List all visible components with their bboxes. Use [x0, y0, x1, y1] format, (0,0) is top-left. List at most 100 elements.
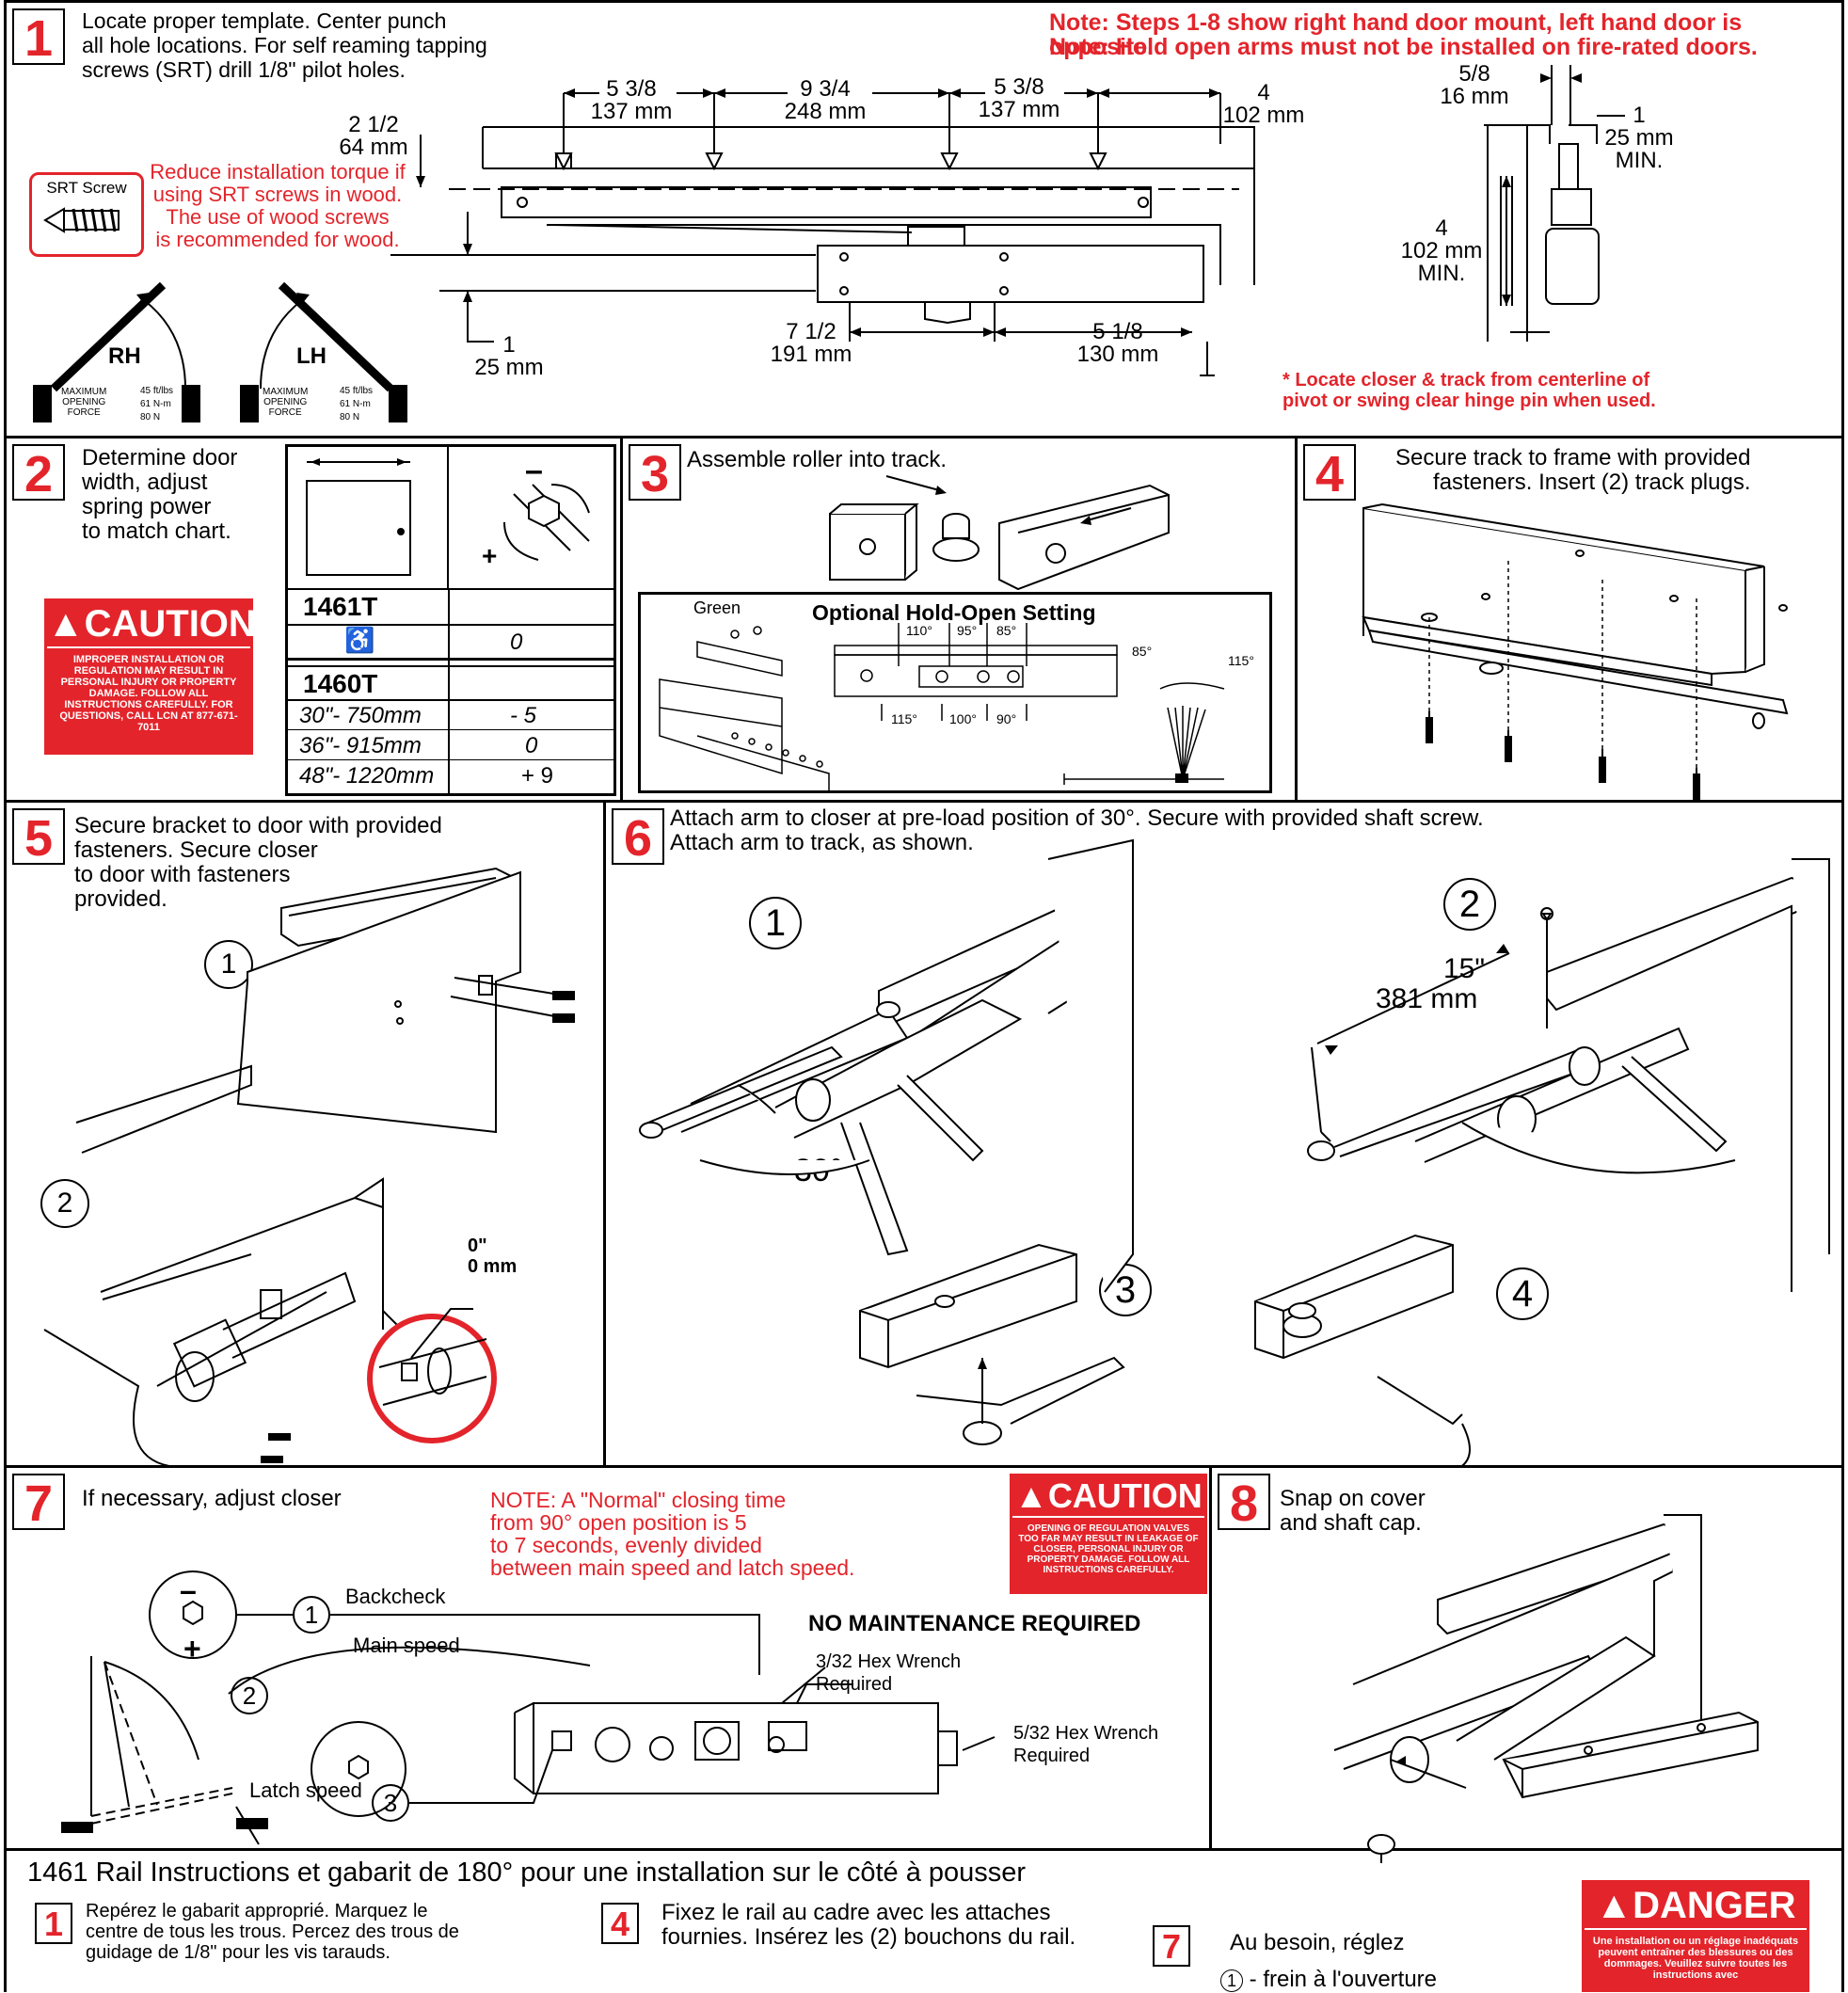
no-maintenance: NO MAINTENANCE REQUIRED [808, 1611, 1141, 1636]
wrench-5-32: 5/32 Hex Wrench Required [1013, 1723, 1159, 1766]
french-step1-text: Repérez le gabarit approprié. Marquez le… [86, 1901, 459, 1963]
bot-angle-2: 100° [949, 711, 977, 726]
callout-2: 2 [231, 1677, 268, 1714]
zero-gap-in: 0" [468, 1236, 487, 1256]
step8-panel: 8 Snap on cover and shaft cap. [1209, 1465, 1844, 1888]
note-mount: Note: Steps 1-8 show right hand door mou… [1049, 9, 1743, 60]
arm-attach-drawing [639, 838, 1830, 1472]
minus-sign: – [180, 1573, 197, 1607]
closing-time-note: NOTE: A "Normal" closing time from 90° o… [490, 1488, 855, 1580]
warning-icon: ▲ [1014, 1476, 1048, 1515]
hold-open-title: Optional Hold-Open Setting [812, 600, 1096, 625]
caution-label: ▲CAUTION OPENING OF REGULATION VALVES TO… [1010, 1474, 1207, 1594]
bracket-drawing [43, 867, 575, 1468]
hold-open-diagram [659, 623, 1225, 792]
step8-text: Snap on cover and shaft cap. [1280, 1486, 1426, 1536]
srt-label: SRT Screw [46, 179, 127, 197]
main-speed-label: Main speed [353, 1634, 460, 1657]
french-step4-text: Fixez le rail au cadre avec les attaches… [661, 1900, 1076, 1950]
force-label-lh: MAXIMUM OPENING FORCE [263, 387, 309, 418]
step-number: 1 [12, 8, 65, 67]
caution-label: ▲CAUTION IMPROPER INSTALLATION OR REGULA… [44, 598, 256, 755]
model-1461t: 1461T [303, 592, 378, 621]
item-number: 1 [1220, 1969, 1243, 1992]
step2-panel: 2 Determine door width, adjust spring po… [4, 436, 623, 803]
template-drawing [390, 65, 1625, 376]
step6-text: Attach arm to closer at pre-load positio… [670, 805, 1484, 855]
spring-power-chart: – + 1461T ♿ 0 1460T 30"- 750mm - 5 36"- … [285, 444, 616, 796]
backcheck-label: Backcheck [345, 1585, 446, 1608]
hold-open-box: Optional Hold-Open Setting Green [638, 592, 1272, 793]
srt-note: Reduce installation torque if using SRT … [150, 160, 406, 251]
step-number: 3 [629, 444, 681, 502]
track-frame-drawing [1362, 502, 1789, 800]
step7-text: If necessary, adjust closer [82, 1486, 342, 1511]
danger-header: DANGER [1633, 1885, 1796, 1926]
step3-text: Assemble roller into track. [687, 447, 948, 472]
bot-angle-3: 90° [996, 711, 1017, 726]
step6-panel: 6 Attach arm to closer at pre-load posit… [603, 800, 1844, 1472]
zero-gap-mm: 0 mm [468, 1256, 518, 1277]
chart-row-val: + 9 [521, 763, 554, 789]
ada-value: 0 [510, 630, 523, 655]
step5-panel: 5 Secure bracket to door with provided f… [4, 800, 606, 1468]
step-number: 1 [35, 1903, 72, 1944]
top-angle-1: 110° [906, 623, 932, 638]
step5-text: Secure bracket to door with provided fas… [74, 813, 442, 912]
callout-2: 2 [1443, 878, 1496, 931]
chart-row: 30"- 750mm [299, 703, 422, 728]
step1-panel: 1 Locate proper template. Center punch a… [4, 0, 1844, 438]
french-section: 1461 Rail Instructions et gabarit de 180… [4, 1848, 1844, 1992]
callout-4: 4 [1496, 1268, 1549, 1320]
green-label: Green [693, 598, 741, 617]
callout-2: 2 [40, 1179, 89, 1228]
note-hold-open: Note: Hold open arms must not be install… [1049, 34, 1758, 60]
plus-sign: + [482, 541, 498, 570]
chart-row: 48"- 1220mm [299, 763, 435, 789]
bot-angle-1: 115° [891, 711, 917, 726]
minus-sign: – [525, 453, 543, 488]
step2-text: Determine door width, adjust spring powe… [82, 445, 238, 544]
callout-3: 3 [1099, 1264, 1152, 1316]
locate-note: * Locate closer & track from centerline … [1282, 370, 1656, 411]
step-number: 8 [1218, 1474, 1270, 1532]
chart-row-val: 0 [525, 733, 538, 758]
step3-panel: 3 Assemble roller into track. Optional H… [620, 436, 1298, 803]
step4-panel: 4 Secure track to frame with provided fa… [1295, 436, 1844, 803]
french-step7-text: Au besoin, réglez [1230, 1930, 1405, 1955]
srt-screw-box: SRT Screw [29, 172, 144, 257]
wrench-3-32: 3/32 Hex Wrench Required [816, 1651, 962, 1695]
danger-label: ▲DANGER Une installation ou un réglage i… [1582, 1880, 1809, 1992]
adjust-diagram [306, 447, 590, 588]
step-number: 6 [612, 808, 664, 867]
top-angle-3: 85° [996, 623, 1017, 638]
french-title: 1461 Rail Instructions et gabarit de 180… [27, 1857, 1027, 1888]
french-step7-item1: 1 - frein à l'ouverture [1220, 1967, 1437, 1993]
arm-length-mm: 381 mm [1376, 983, 1478, 1014]
danger-body: Une installation ou un réglage inadéquat… [1592, 1936, 1799, 1981]
force-vals-rh: 45 ft/lbs 61 N-m 80 N [140, 386, 174, 423]
step-number: 4 [601, 1903, 639, 1944]
fan-right-angle: 115° [1228, 653, 1254, 668]
chart-row: 36"- 915mm [299, 733, 422, 758]
step-number: 2 [12, 444, 65, 502]
srt-screw-icon [43, 207, 119, 233]
step7-panel: 7 If necessary, adjust closer NOTE: A "N… [4, 1465, 1212, 1851]
step4-text: Secure track to frame with provided fast… [1395, 445, 1751, 495]
step-number: 7 [12, 1474, 65, 1532]
rh-label: RH [108, 343, 141, 369]
roller-track-drawing [829, 475, 1170, 591]
callout-1: 1 [749, 897, 802, 949]
callout-1: 1 [204, 940, 253, 989]
step-number: 5 [12, 808, 65, 867]
accessibility-icon: ♿ [344, 626, 375, 654]
force-vals-lh: 45 ft/lbs 61 N-m 80 N [340, 386, 374, 423]
caution-body: OPENING OF REGULATION VALVES TOO FAR MAY… [1018, 1523, 1199, 1575]
